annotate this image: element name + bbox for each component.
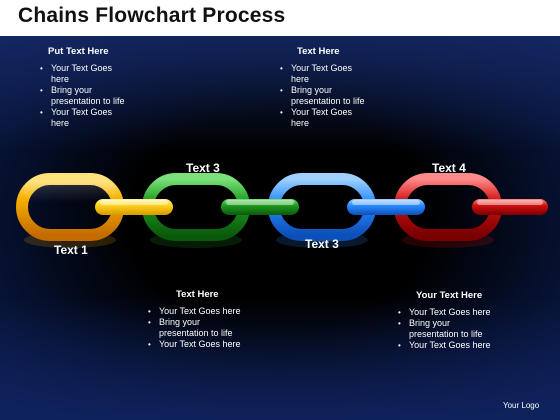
text-block-heading: Text Here [176, 289, 219, 300]
chain-label-4: Text 4 [432, 161, 466, 175]
bullet-item: Your Text Goes here [398, 307, 496, 318]
text-block-1: Put Text Here Your Text Goes here Bring … [38, 46, 128, 129]
bullet-item: Bring your presentation to life [40, 85, 128, 107]
chain-highlights [100, 200, 543, 205]
logo-text: Your Logo [503, 401, 540, 410]
slide-title: Chains Flowchart Process [18, 4, 286, 27]
bullet-item: Your Text Goes here [280, 63, 368, 85]
bullet-item: Your Text Goes here [40, 63, 128, 85]
text-block-2: Text Here Your Text Goes here Bring your… [278, 46, 368, 129]
chain-label-3: Text 3 [305, 237, 339, 251]
chain-label-2: Text 3 [186, 161, 220, 175]
chain-link-red-bar [472, 199, 548, 215]
text-block-heading: Your Text Here [416, 290, 483, 301]
bullet-item: Bring your presentation to life [148, 317, 246, 339]
bullet-item: Your Text Goes here [398, 340, 496, 351]
bullet-item: Your Text Goes here [280, 107, 368, 129]
text-block-3: Text Here Your Text Goes here Bring your… [146, 289, 246, 350]
title-bar: Chains Flowchart Process [0, 0, 560, 36]
bullet-list: Your Text Goes here Bring your presentat… [146, 306, 246, 350]
bullet-item: Bring your presentation to life [398, 318, 496, 340]
bullet-item: Your Text Goes here [40, 107, 128, 129]
bullet-item: Your Text Goes here [148, 339, 246, 350]
bullet-list: Your Text Goes here Bring your presentat… [38, 63, 128, 129]
bullet-item: Bring your presentation to life [280, 85, 368, 107]
chain-label-1: Text 1 [54, 243, 88, 257]
bullet-list: Your Text Goes here Bring your presentat… [396, 307, 496, 351]
text-block-heading: Text Here [297, 46, 340, 57]
chain-link-yellow-bar [95, 199, 173, 215]
diagram-stage [0, 36, 560, 420]
chain-link-green-bar [221, 199, 299, 215]
bullet-list: Your Text Goes here Bring your presentat… [278, 63, 368, 129]
text-block-heading: Put Text Here [48, 46, 109, 57]
chain-link-blue-bar [347, 199, 425, 215]
text-block-4: Your Text Here Your Text Goes here Bring… [396, 290, 496, 351]
bullet-item: Your Text Goes here [148, 306, 246, 317]
